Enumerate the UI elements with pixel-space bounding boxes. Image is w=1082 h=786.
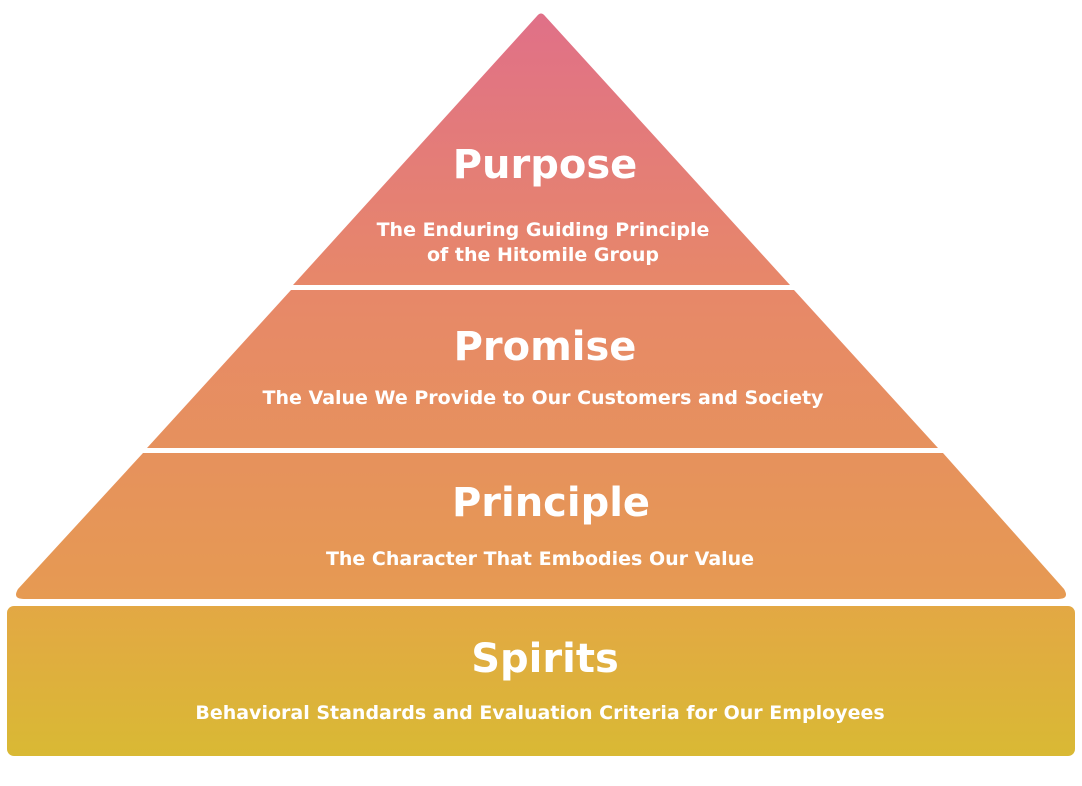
tier-promise-subtitle: The Value We Provide to Our Customers an… — [263, 387, 824, 409]
tier-promise-shape — [147, 290, 938, 448]
tier-principle-title: Principle — [452, 480, 650, 526]
tier-spirits-subtitle: Behavioral Standards and Evaluation Crit… — [195, 702, 884, 724]
tier-spirits-shape — [7, 606, 1075, 756]
tier-purpose-shape — [293, 13, 790, 285]
tier-principle-subtitle: The Character That Embodies Our Value — [326, 548, 754, 570]
tier-principle: Principle The Character That Embodies Ou… — [16, 453, 1066, 599]
tier-promise-title: Promise — [454, 324, 637, 370]
tier-spirits: Spirits Behavioral Standards and Evaluat… — [7, 606, 1075, 756]
tier-purpose-subtitle-line1: The Enduring Guiding Principle — [377, 219, 710, 241]
tier-spirits-title: Spirits — [471, 636, 619, 682]
tier-purpose: Purpose The Enduring Guiding Principle o… — [293, 13, 790, 285]
tier-promise: Promise The Value We Provide to Our Cust… — [147, 290, 938, 448]
tier-purpose-title: Purpose — [453, 142, 638, 188]
tier-purpose-subtitle-line2: of the Hitomile Group — [427, 244, 659, 266]
tier-principle-shape — [16, 453, 1066, 599]
